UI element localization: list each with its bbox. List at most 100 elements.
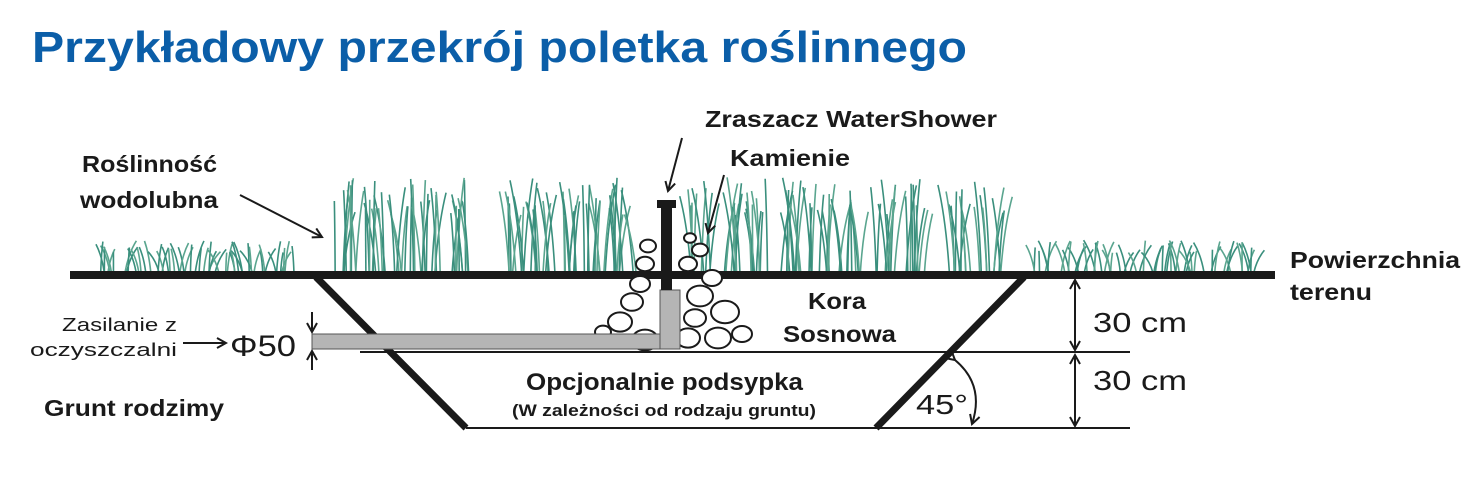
- stone: [678, 255, 698, 273]
- grass-blade: [411, 184, 416, 273]
- grass-blade: [608, 207, 616, 273]
- grass-blade: [532, 209, 538, 273]
- diagram-title: Przykładowy przekrój poletka roślinnego: [32, 23, 967, 72]
- grass-blade: [157, 243, 163, 273]
- grass-blade: [346, 189, 357, 273]
- native-soil-label: Grunt rodzimy: [44, 395, 224, 421]
- grass-blade: [1076, 247, 1085, 273]
- grass-blade: [526, 202, 538, 273]
- grass-blade: [998, 210, 1005, 273]
- grass-blade: [279, 252, 284, 273]
- grass-blade: [511, 214, 522, 273]
- grass-blade: [885, 201, 897, 273]
- grass-blade: [1094, 242, 1103, 273]
- riser-pipe: [659, 289, 681, 350]
- grass-blade: [167, 248, 171, 273]
- grass-blade: [918, 209, 929, 273]
- grass-blade: [544, 194, 558, 273]
- grass-blade: [572, 212, 577, 273]
- grass-blade: [818, 194, 825, 273]
- grass-blade: [745, 208, 756, 273]
- grass-blade: [794, 180, 802, 273]
- grass-blade: [291, 245, 295, 273]
- grass-vegetation: [95, 177, 1266, 273]
- grass-blade: [581, 185, 586, 273]
- grass-blade: [170, 248, 176, 273]
- angle-arc: [955, 360, 976, 424]
- grass-blade: [786, 189, 790, 273]
- grass-blade: [826, 184, 836, 273]
- supply-label: Zasilanie z: [62, 315, 177, 335]
- grass-blade: [156, 250, 165, 273]
- grass-blade: [849, 190, 853, 273]
- grass-blade: [1165, 241, 1174, 273]
- stone: [683, 232, 697, 244]
- grass-blade: [225, 252, 228, 273]
- grass-blade: [194, 240, 205, 273]
- grass-blade: [1123, 252, 1135, 273]
- grass-blade: [536, 187, 550, 273]
- grass-blade: [409, 178, 415, 273]
- grass-blade: [461, 201, 470, 273]
- grass-blade: [999, 196, 1014, 273]
- bark-label-2: Sosnowa: [783, 321, 896, 347]
- grass-blade: [1167, 242, 1177, 273]
- grass-blade: [107, 248, 116, 273]
- grass-blade: [616, 214, 624, 273]
- grass-blade: [1025, 244, 1036, 273]
- grass-blade: [937, 184, 951, 273]
- grass-blade: [1193, 250, 1198, 273]
- grass-blade: [779, 212, 791, 273]
- grass-blade: [850, 208, 861, 273]
- grass-blade: [342, 181, 350, 273]
- grass-blade: [596, 201, 601, 273]
- grass-blade: [125, 246, 139, 273]
- grass-blade: [411, 206, 422, 273]
- grass-blade: [498, 191, 510, 273]
- grass-blade: [1127, 252, 1138, 273]
- grass-blade: [214, 248, 227, 273]
- optional-layer-note: (W zależności od rodzaju gruntu): [512, 401, 816, 420]
- grass-blade: [177, 246, 185, 273]
- grass-blade: [948, 204, 961, 273]
- grass-blade: [876, 203, 882, 273]
- stone: [704, 326, 732, 350]
- grass-blade: [179, 242, 190, 273]
- bark-label: Kora: [808, 288, 866, 314]
- stones-pile: [594, 232, 753, 352]
- stones-label: Kamienie: [730, 145, 850, 171]
- grass-blade: [388, 194, 396, 273]
- grass-blade: [380, 192, 385, 273]
- grass-blade: [420, 200, 431, 273]
- grass-blade: [208, 250, 218, 273]
- grass-blade: [198, 248, 203, 273]
- grass-blade: [264, 247, 277, 273]
- grass-blade: [703, 180, 712, 273]
- grass-blade: [1189, 251, 1193, 273]
- stone: [731, 325, 753, 343]
- grass-blade: [1140, 251, 1154, 273]
- grass-blade: [1153, 249, 1162, 273]
- grass-blade: [923, 213, 934, 273]
- optional-layer-label: Opcjonalnie podsypka: [526, 369, 804, 396]
- supply-label-2: oczyszczalni: [30, 340, 177, 360]
- grass-blade: [709, 203, 720, 273]
- vegetation-label: Roślinność: [82, 151, 217, 177]
- grass-blade: [945, 191, 956, 273]
- grass-blade: [509, 180, 523, 273]
- grass-blade: [750, 190, 761, 273]
- grass-blade: [1249, 247, 1253, 273]
- grass-blade: [354, 190, 365, 273]
- grass-blade: [1178, 249, 1192, 273]
- grass-blade: [958, 196, 967, 273]
- grass-blade: [809, 203, 813, 273]
- grass-blade: [102, 246, 113, 273]
- grass-blade: [1175, 242, 1182, 273]
- stone: [683, 308, 707, 328]
- grass-blade: [233, 241, 244, 273]
- grass-blade: [1109, 252, 1114, 273]
- grass-blade: [558, 181, 570, 273]
- grass-blade: [395, 187, 407, 273]
- grass-blade: [169, 242, 180, 273]
- grass-blade: [726, 177, 738, 273]
